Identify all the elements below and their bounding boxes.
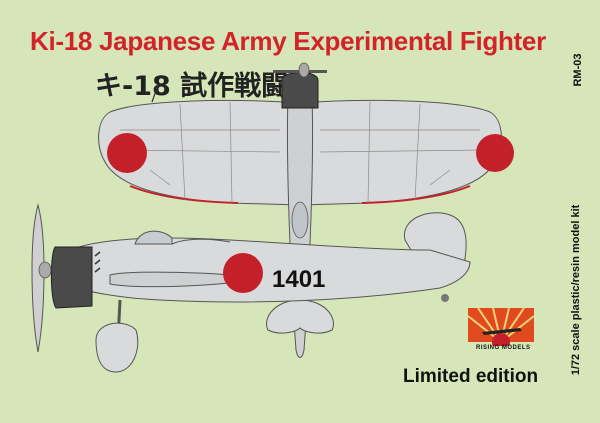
wing-red-edge-left [129,185,239,204]
side-view-canopy [134,230,173,245]
hinomaru-left-wing [107,133,147,173]
hinomaru-right-wing [476,134,514,172]
top-view-propeller [293,70,327,73]
brand-name: RISING MODELS [476,345,531,351]
side-view-spinner [38,261,52,279]
japanese-subtitle: キ-18 試作戦闘機 [95,71,316,102]
rising-models-logo [468,308,534,346]
wing-red-edge-right [361,185,471,204]
product-title: Ki-18 Japanese Army Experimental Fighter [30,26,546,56]
antenna-wire [151,84,159,103]
side-view-aircraft: 1401 [31,203,471,373]
hinomaru-fuselage [223,253,263,293]
side-view-propeller [31,203,45,353]
top-view-aircraft [98,62,514,358]
top-view-cockpit [291,201,309,239]
top-view-spinner [298,62,310,78]
side-view-cowling [50,246,93,309]
fuselage-number: 1401 [272,266,325,293]
side-view-tail-wheel [441,294,449,302]
top-view-cowling [281,72,319,109]
side-view-wheel-spat [95,322,139,373]
edition-label: Limited edition [403,366,539,387]
top-view-tailplane [266,299,334,334]
